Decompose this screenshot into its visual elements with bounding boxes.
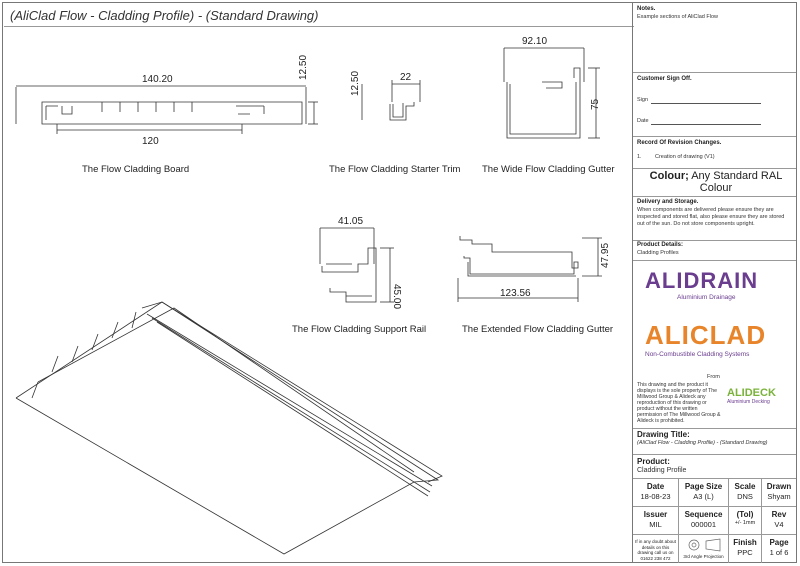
drawing-title-text: (AliClad Flow - Cladding Profile) - (Sta… [637, 440, 768, 446]
notes-label: Notes. [637, 6, 656, 12]
date-label: Date [637, 118, 649, 124]
alideck-logo: ALIDECK Aluminium Decking [727, 387, 776, 405]
alidrain-logo: ALIDRAIN Aluminium Drainage [645, 268, 759, 301]
dim-trim-width: 22 [400, 72, 412, 83]
product-details-text: Cladding Profiles [637, 250, 679, 256]
caption-wide-gutter: The Wide Flow Cladding Gutter [482, 164, 615, 175]
dim-board-cover: 120 [142, 136, 159, 147]
tol-cell: (Tol)+/- 1mm [729, 506, 762, 534]
projection-cell: 3rd Angle Projection [679, 534, 729, 563]
revision-text: Creation of drawing (V1) [655, 154, 715, 160]
colour-label: Colour; [649, 170, 689, 182]
support-rail-profile [319, 227, 394, 303]
dim-wide-gutter-width: 92.10 [522, 36, 547, 47]
delivery-text: When components are delivered please ens… [637, 207, 785, 227]
starter-trim-profile [361, 80, 421, 121]
colour-block: Colour; Any Standard RAL Colour [637, 170, 795, 194]
drawing-title-label: Drawing Title: [637, 430, 690, 439]
product-label: Product: [637, 457, 670, 466]
title-divider [4, 26, 634, 27]
drawing-area: (AliClad Flow - Cladding Profile) - (Sta… [2, 2, 634, 563]
cladding-board-profile [15, 85, 318, 134]
dim-trim-height: 12.50 [350, 71, 361, 96]
product-details-label: Product Details: [637, 242, 684, 248]
dim-board-height: 12.50 [298, 55, 309, 80]
dim-ext-gutter-height: 47.95 [600, 243, 611, 268]
dim-rail-width: 41.05 [338, 216, 363, 227]
notes-text: Example sections of AliClad Flow [637, 14, 719, 20]
projection-symbol-icon [688, 538, 720, 552]
signoff-label: Customer Sign Off. [637, 76, 692, 82]
delivery-label: Delivery and Storage. [637, 199, 699, 205]
aliclad-logo: ALICLAD Non-Combustible Cladding Systems [645, 320, 767, 358]
wide-gutter-profile [503, 47, 600, 139]
dim-board-width: 140.20 [142, 74, 173, 85]
dim-rail-height: 45.00 [391, 284, 402, 309]
from-label: From [707, 374, 720, 380]
sign-label: Sign [637, 97, 649, 103]
caption-extended-gutter: The Extended Flow Cladding Gutter [462, 324, 614, 335]
technical-drawing: 140.20 12.50 120 12.50 22 92.10 75 41.05… [15, 36, 611, 555]
copyright-text: This drawing and the product it displays… [637, 382, 721, 424]
title-block-panel: Notes. Example sections of AliClad Flow … [632, 2, 797, 563]
caption-support-rail: The Flow Cladding Support Rail [292, 324, 427, 335]
isometric-cladding-panel [15, 301, 443, 555]
contact-cell: If in any doubt about details on this dr… [633, 534, 679, 563]
extended-gutter-profile [457, 236, 602, 302]
dim-wide-gutter-height: 75 [590, 98, 601, 110]
dim-ext-gutter-width: 123.56 [500, 288, 531, 299]
product-text: Cladding Profile [637, 467, 687, 474]
caption-cladding-board: The Flow Cladding Board [82, 164, 190, 175]
revision-label: Record Of Revision Changes. [637, 140, 722, 146]
revision-num: 1. [637, 154, 642, 160]
colour-text: Any Standard RAL Colour [691, 170, 783, 194]
drawing-title: (AliClad Flow - Cladding Profile) - (Sta… [10, 8, 319, 23]
caption-starter-trim: The Flow Cladding Starter Trim [329, 164, 461, 175]
